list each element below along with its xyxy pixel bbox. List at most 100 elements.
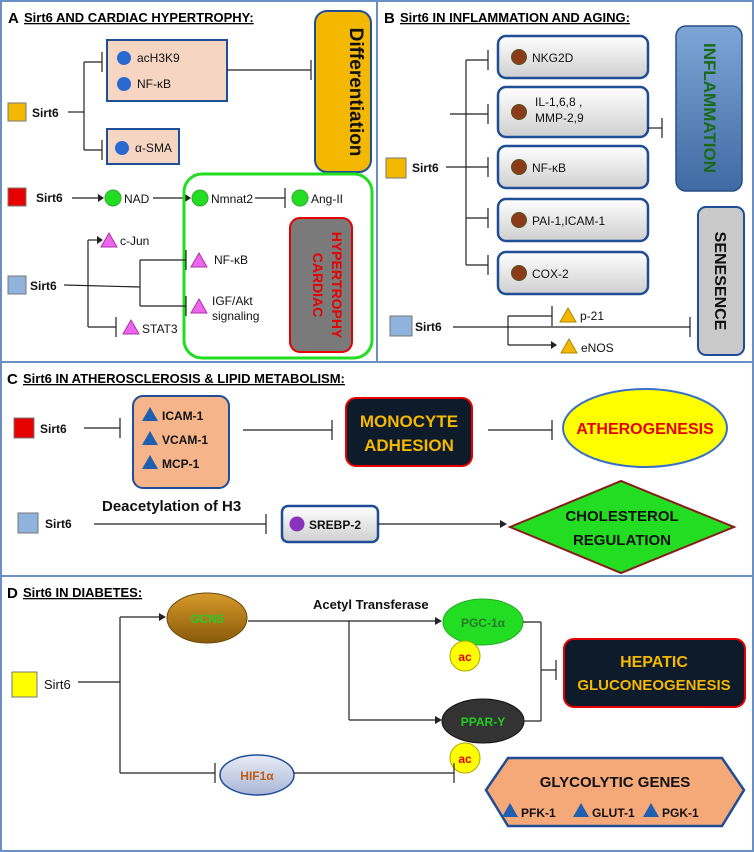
vcam-label: VCAM-1	[162, 433, 208, 447]
pgc-label: PGC-1α	[461, 616, 506, 630]
ac-circle	[449, 640, 481, 672]
circle-icon	[115, 141, 129, 155]
monocyte-adhesion-box	[345, 397, 473, 467]
nkg2d-label: NKG2D	[532, 51, 574, 65]
circle-icon	[291, 189, 309, 207]
p21-label: p-21	[580, 309, 604, 323]
asma-box	[106, 128, 180, 165]
nkg2d-box	[496, 34, 650, 80]
ac-label: ac	[458, 752, 472, 766]
sirt6-marker	[13, 417, 35, 439]
circle-icon	[511, 212, 527, 228]
acetyl-transferase-label: Acetyl Transferase	[313, 597, 429, 612]
cjun-label: c-Jun	[120, 234, 149, 248]
circle-icon	[104, 189, 122, 207]
hif-label: HIF1α	[240, 769, 274, 783]
ach3k9-label: acH3K9	[137, 51, 180, 65]
sirt6-label: Sirt6	[40, 422, 67, 436]
circle-icon	[289, 516, 305, 532]
cardiac-hypertrophy-frame	[182, 172, 374, 360]
deacetylation-label: Deacetylation of H3	[102, 498, 241, 515]
gcn5-ellipse	[166, 592, 248, 644]
cholesterol-diamond	[507, 479, 737, 575]
cox2-label: COX-2	[532, 267, 569, 281]
sirt6-label: Sirt6	[45, 517, 72, 531]
adhesion-molecules-box	[132, 395, 230, 489]
sirt6-label: Sirt6	[415, 320, 442, 334]
hypertrophy-label: HYPERTROPHY	[329, 232, 345, 339]
panel-b-title: Sirt6 IN INFLAMMATION AND AGING:	[400, 10, 630, 25]
differentiation-box	[314, 10, 372, 173]
pparg-label: PPAR-Y	[461, 715, 505, 729]
srebp-label: SREBP-2	[309, 518, 361, 532]
il-mmp-box	[496, 85, 650, 139]
cardiac-hypertrophy-box	[289, 217, 353, 353]
circle-icon	[511, 265, 527, 281]
panel-a: A Sirt6 AND CARDIAC HYPERTROPHY: Sirt6 a…	[7, 10, 374, 360]
glycolytic-label: GLYCOLYTIC GENES	[540, 774, 691, 791]
panel-b: B Sirt6 IN INFLAMMATION AND AGING: Sirt6…	[384, 10, 745, 356]
hepatic-label: HEPATIC	[620, 654, 688, 671]
panel-d: D Sirt6 IN DIABETES: Sirt6 GCN5 Acetyl T…	[7, 585, 746, 828]
inflammation-box	[675, 25, 743, 192]
hepatic-gluconeogenesis-box	[563, 638, 746, 708]
differentiation-label: Differentiation	[345, 28, 366, 157]
mcp-label: MCP-1	[162, 457, 200, 471]
triangle-icon	[142, 407, 158, 421]
asma-label: α-SMA	[135, 141, 172, 155]
sirt6-label: Sirt6	[30, 279, 57, 293]
panel-a-title: Sirt6 AND CARDIAC HYPERTROPHY:	[24, 10, 254, 25]
pfk-label: PFK-1	[521, 806, 556, 820]
stat3-label: STAT3	[142, 322, 178, 336]
triangle-icon	[573, 803, 589, 817]
glut-label: GLUT-1	[592, 806, 635, 820]
triangle-icon	[142, 431, 158, 445]
triangle-icon	[122, 318, 140, 335]
sirt6-label: Sirt6	[32, 106, 59, 120]
circle-icon	[511, 159, 527, 175]
regulation-label: REGULATION	[573, 532, 671, 549]
sirt6-label: Sirt6	[36, 191, 63, 205]
nfkb-label: NF-κB	[137, 77, 171, 91]
nfkb-box	[496, 144, 650, 190]
sirt6-marker	[11, 671, 38, 698]
ach3k9-nfkb-box	[106, 39, 228, 102]
signaling-label: signaling	[212, 309, 259, 323]
triangle-icon	[100, 231, 118, 248]
igf-label: IGF/Akt	[212, 294, 253, 308]
inflammation-label: INFLAMMATION	[700, 43, 719, 173]
sirt6-marker	[17, 512, 39, 534]
angii-label: Ang-II	[311, 192, 343, 206]
sirt6-marker	[7, 187, 27, 207]
icam-label: ICAM-1	[162, 409, 204, 423]
panel-a-letter: A	[8, 10, 19, 27]
triangle-icon	[142, 455, 158, 469]
triangle-icon	[559, 306, 577, 323]
mmp-label: MMP-2,9	[535, 111, 584, 125]
panel-c-title: Sirt6 IN ATHEROSCLEROSIS & LIPID METABOL…	[23, 371, 345, 386]
pai-label: PAI-1,ICAM-1	[532, 214, 605, 228]
panel-d-letter: D	[7, 585, 18, 602]
triangle-icon	[643, 803, 659, 817]
il-label: IL-1,6,8 ,	[535, 95, 582, 109]
senesence-label: SENESENCE	[711, 232, 728, 331]
nad-label: NAD	[124, 192, 150, 206]
monocyte-label: MONOCYTE	[360, 412, 458, 431]
glycolytic-genes-box	[484, 756, 746, 828]
gluconeo-label: GLUCONEOGENESIS	[577, 677, 730, 694]
hif1a-ellipse	[219, 754, 295, 796]
sirt6-marker	[7, 275, 27, 295]
sirt6-marker	[7, 102, 27, 122]
sirt6-label: Sirt6	[44, 677, 71, 692]
pai-icam-box	[496, 197, 650, 243]
atherogenesis-label: ATHEROGENESIS	[576, 421, 714, 438]
enos-label: eNOS	[581, 341, 614, 355]
nfkb-label: NF-κB	[214, 253, 248, 267]
triangle-icon	[190, 251, 208, 268]
ac-circle	[449, 742, 481, 774]
ac-label: ac	[458, 650, 472, 664]
triangle-icon	[560, 337, 578, 354]
sirt6-label: Sirt6	[412, 161, 439, 175]
panel-d-title: Sirt6 IN DIABETES:	[23, 585, 142, 600]
